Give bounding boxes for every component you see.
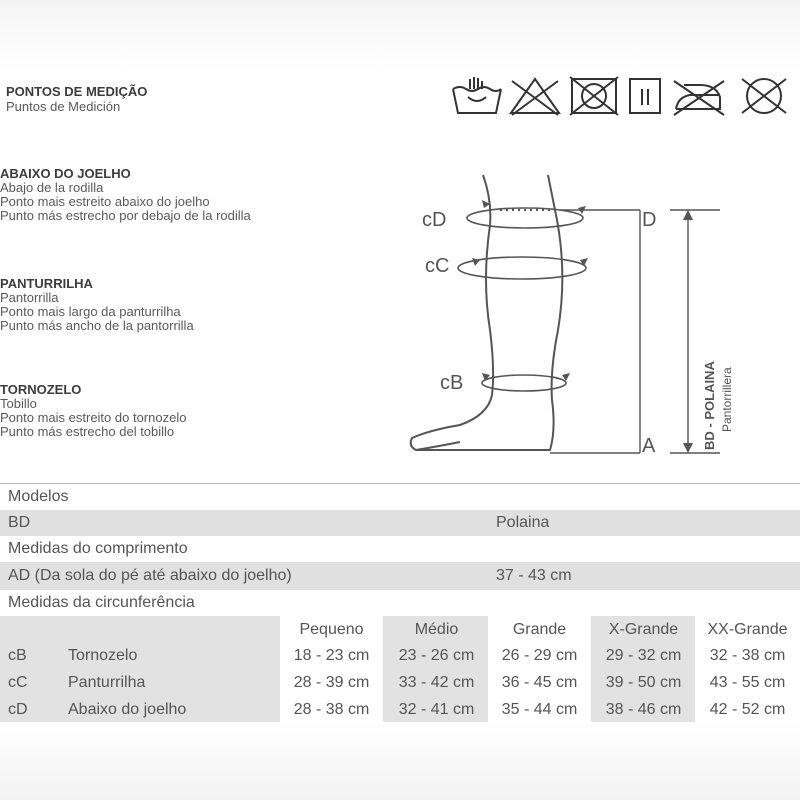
length-name: AD (Da sola do pé até abaixo do joelho)	[8, 567, 292, 584]
point-line: Punto más estrecho por debajo de la rodi…	[0, 208, 251, 223]
size-value: 43 - 55 cm	[709, 674, 786, 691]
cb-ellipse	[481, 374, 567, 392]
circ-label: Medidas da circunferência	[8, 594, 195, 611]
leg-outline	[409, 174, 564, 451]
table-divider	[0, 483, 800, 484]
size-value: 35 - 44 cm	[501, 701, 578, 718]
d-label: D	[642, 209, 656, 231]
bd-sublabel: Pantorrillera	[720, 367, 734, 432]
top-fade	[0, 0, 800, 70]
size-value: 28 - 38 cm	[293, 701, 370, 718]
cd-label: cD	[422, 209, 446, 231]
point-title: PANTURRILHA	[0, 276, 93, 291]
models-row: Modelos	[0, 486, 800, 510]
leg-diagram: cD cC cB D A BD - POLAINA Pantorrillera	[409, 174, 734, 457]
size-value: 39 - 50 cm	[605, 674, 682, 691]
point-line: Ponto mais estreito do tornozelo	[0, 410, 187, 425]
size-value: 36 - 45 cm	[501, 674, 578, 691]
model-name: Polaina	[496, 514, 550, 531]
row-code: cD	[8, 701, 28, 718]
point-line: Ponto mais largo da panturrilha	[0, 304, 181, 319]
no-tumble-dry-icon	[569, 76, 619, 116]
row-name: Tornozelo	[68, 647, 138, 664]
size-value: 38 - 46 cm	[605, 701, 682, 718]
cd-ellipse	[466, 207, 584, 229]
page-subtitle: Puntos de Medición	[6, 99, 121, 114]
dry-flat-icon	[629, 78, 661, 114]
cc-label: cC	[425, 255, 449, 277]
size-value: 28 - 39 cm	[293, 674, 370, 691]
row-name: Abaixo do joelho	[68, 701, 187, 718]
point-line: Abajo de la rodilla	[0, 180, 104, 195]
row-code: cC	[8, 674, 28, 691]
size-value: 26 - 29 cm	[501, 647, 578, 664]
point-line: Tobillo	[0, 396, 37, 411]
bd-label: BD - POLAINA	[702, 361, 717, 450]
size-header: Grande	[512, 621, 567, 638]
row-name: Panturrilha	[68, 674, 146, 691]
a-label: A	[642, 435, 656, 457]
length-value: 37 - 43 cm	[496, 567, 572, 584]
point-title: ABAIXO DO JOELHO	[0, 166, 131, 181]
size-value: 29 - 32 cm	[605, 647, 682, 664]
size-header: Médio	[414, 621, 459, 638]
hand-wash-icon	[452, 77, 502, 114]
size-value: 32 - 41 cm	[398, 701, 475, 718]
size-value: 33 - 42 cm	[398, 674, 475, 691]
point-ankle: TORNOZELO Tobillo Ponto mais estreito do…	[0, 383, 186, 439]
no-iron-icon	[673, 80, 725, 116]
size-header: Pequeno	[299, 621, 364, 638]
model-code: BD	[8, 514, 31, 531]
point-line: Pantorrilla	[0, 290, 59, 305]
col-bg	[695, 616, 800, 722]
circ-grid	[0, 616, 800, 722]
point-line: Ponto mais estreito abaixo do joelho	[0, 194, 210, 209]
col-bg	[280, 616, 383, 722]
cb-label: cB	[440, 372, 463, 394]
length-header-row: Medidas do comprimento	[0, 536, 800, 562]
length-label: Medidas do comprimento	[8, 540, 188, 557]
care-icons	[452, 76, 787, 116]
size-value: 32 - 38 cm	[709, 647, 786, 664]
point-calf: PANTURRILHA Pantorrilla Ponto mais largo…	[0, 277, 194, 333]
size-value: 23 - 26 cm	[398, 647, 475, 664]
point-title: TORNOZELO	[0, 382, 82, 397]
page-title: PONTOS DE MEDIÇÃO	[6, 84, 148, 99]
size-header: XX-Grande	[707, 621, 788, 638]
bottom-fade	[0, 722, 800, 800]
point-line: Punto más ancho de la pantorrilla	[0, 318, 194, 333]
size-header: X-Grande	[608, 621, 679, 638]
no-dry-clean-icon	[741, 78, 787, 114]
cc-ellipse	[457, 256, 587, 280]
point-knee: ABAIXO DO JOELHO Abajo de la rodilla Pon…	[0, 167, 251, 223]
row-code: cB	[8, 647, 27, 664]
col-bg	[488, 616, 591, 722]
models-label: Modelos	[8, 488, 69, 505]
no-bleach-icon	[509, 77, 561, 116]
model-row: BD Polaina	[0, 510, 800, 536]
point-line: Punto más estrecho del tobillo	[0, 424, 175, 439]
length-row: AD (Da sola do pé até abaixo do joelho) …	[0, 562, 800, 590]
circ-header-row: Medidas da circunferência	[0, 590, 800, 616]
size-value: 42 - 52 cm	[709, 701, 786, 718]
size-value: 18 - 23 cm	[293, 647, 370, 664]
